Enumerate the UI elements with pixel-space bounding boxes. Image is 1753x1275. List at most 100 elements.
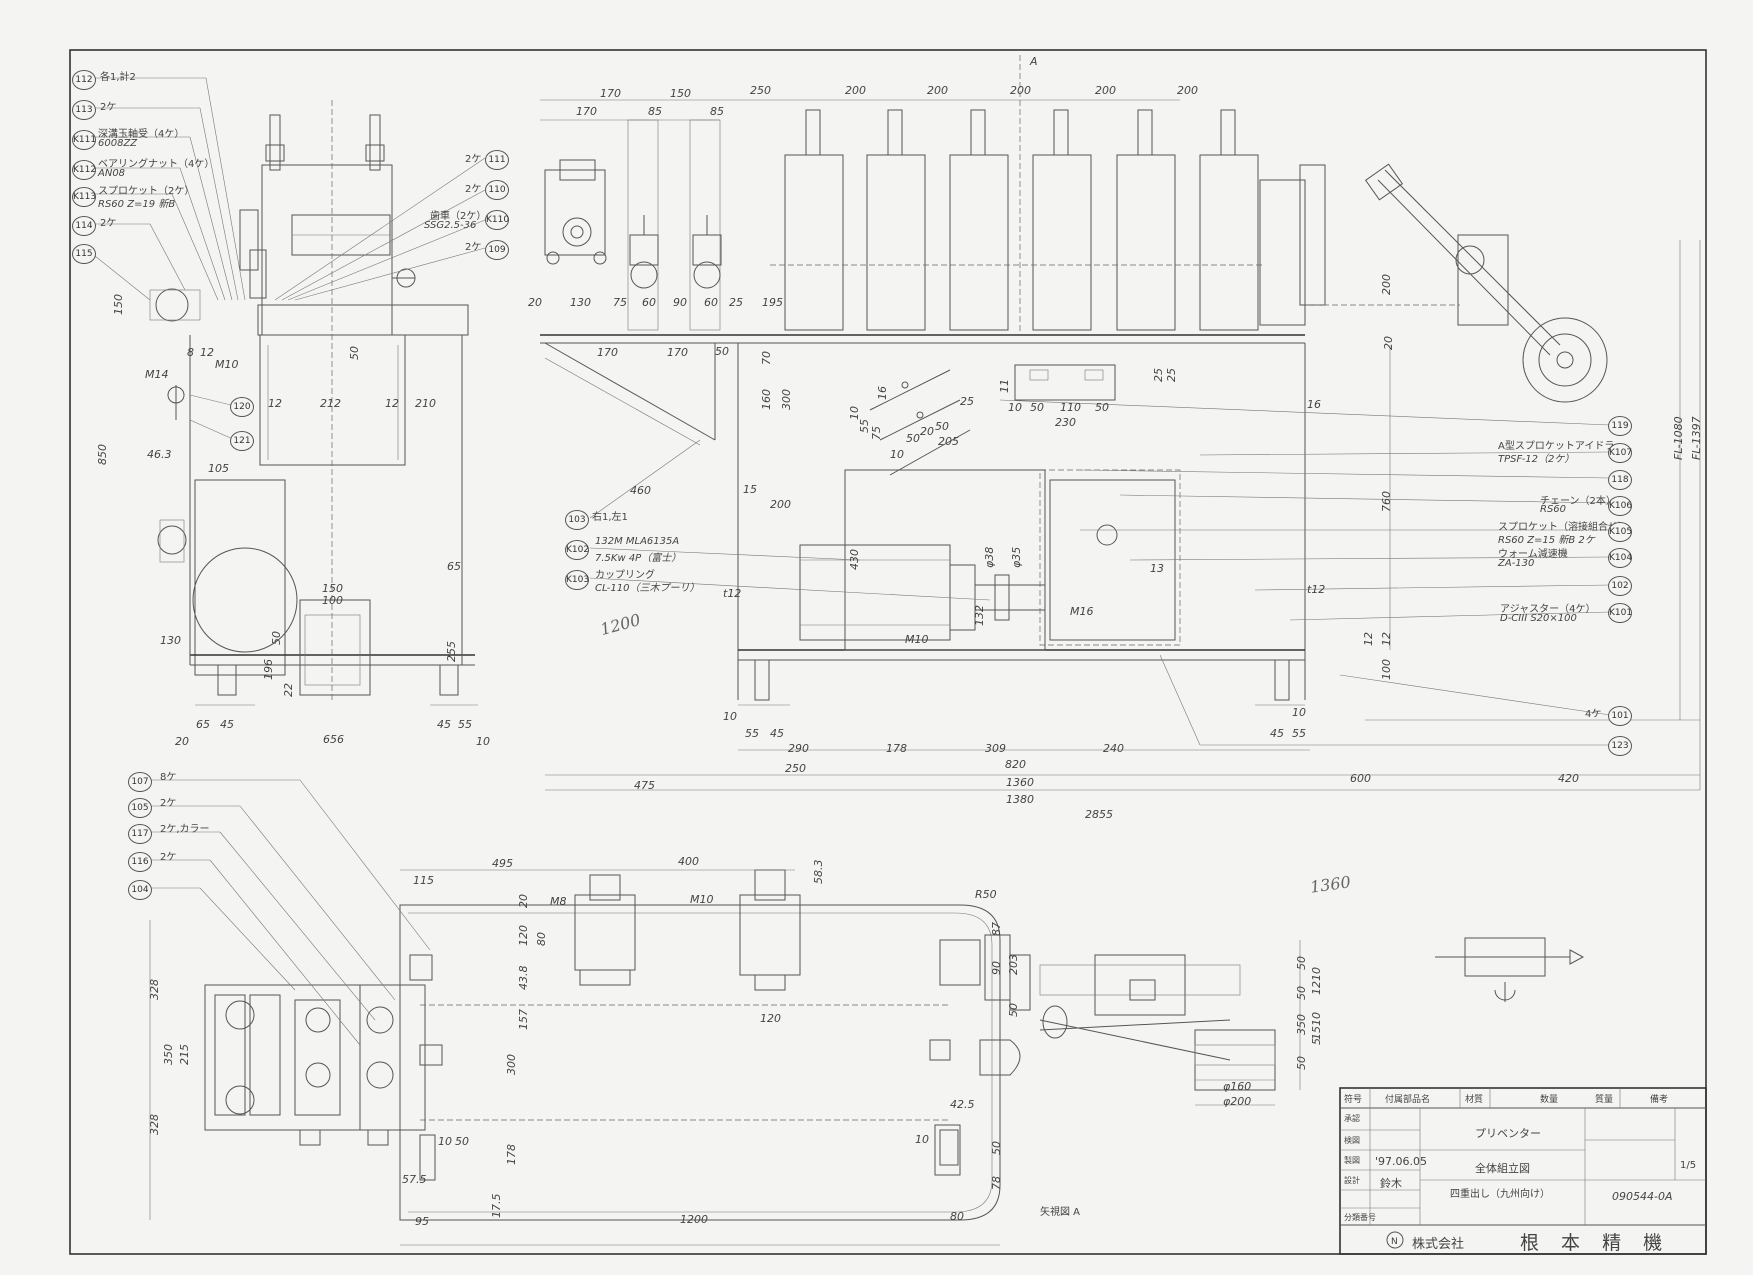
callout-k104-sub: ZA-130 xyxy=(1498,558,1535,569)
callout-k110: K110 xyxy=(485,210,509,230)
callout-115: 115 xyxy=(72,244,96,264)
dim: 65 xyxy=(447,560,461,573)
dim: 20 xyxy=(920,425,934,438)
dim: 8 xyxy=(187,346,194,359)
dim: 55 xyxy=(458,718,472,731)
dim: 760 xyxy=(1380,491,1393,512)
dim: 230 xyxy=(1055,416,1076,429)
tb-row-check: 検図 xyxy=(1344,1136,1360,1145)
plan-view xyxy=(149,869,1585,1246)
tb-header-remarks: 備考 xyxy=(1650,1095,1669,1105)
dim: 1510 xyxy=(1310,1012,1323,1040)
dim: 50 xyxy=(1007,1003,1020,1017)
callout-k106: K106 xyxy=(1608,496,1632,516)
dim: 17.5 xyxy=(490,1193,503,1219)
dim: 50 xyxy=(1295,986,1308,1000)
tb-row-design: 設計 xyxy=(1344,1176,1360,1185)
dim: 850 xyxy=(96,444,109,465)
callout-109-text: 2ケ xyxy=(465,242,482,253)
tb-scale: 1/5 xyxy=(1680,1160,1697,1171)
dim: M10 xyxy=(215,358,239,371)
dim: 85 xyxy=(648,105,662,118)
dim: 328 xyxy=(148,979,161,1000)
dim: 95 xyxy=(415,1215,429,1228)
dim: M10 xyxy=(690,893,714,906)
tb-header-qty: 数量 xyxy=(1540,1095,1559,1105)
tb-header-mark: 符号 xyxy=(1344,1095,1363,1105)
dim: 87 xyxy=(990,922,1003,936)
callout-k101: K101 xyxy=(1608,603,1632,623)
callout-114: 114 xyxy=(72,216,96,236)
callout-110: 110 xyxy=(485,180,509,200)
dim: 10 xyxy=(723,710,737,723)
leader-lines xyxy=(89,77,1611,1046)
dim: 60 xyxy=(704,296,718,309)
callout-k111: K111 xyxy=(72,130,96,150)
dim: 12 xyxy=(200,346,214,359)
dim: 115 xyxy=(413,874,434,887)
callout-117: 117 xyxy=(128,824,152,844)
callout-k113: K113 xyxy=(72,187,96,207)
callout-k103-sub: CL-110（三木プーリ） xyxy=(595,583,700,594)
tb-row-drawn: 製図 xyxy=(1344,1156,1360,1165)
front-view xyxy=(540,55,1701,791)
dim: 205 xyxy=(938,435,959,448)
tb-drawing-name: 全体組立図 xyxy=(1475,1162,1530,1175)
dim: 16 xyxy=(876,386,889,400)
dim: 12 xyxy=(1362,632,1375,646)
callout-123: 123 xyxy=(1608,736,1632,756)
side-view xyxy=(149,100,478,706)
dim: 210 xyxy=(415,397,436,410)
tb-subtitle: 四重出し（九州向け） xyxy=(1450,1189,1550,1200)
callout-105: 105 xyxy=(128,798,152,818)
dim: 150 xyxy=(322,582,343,595)
tb-date: '97.06.05 xyxy=(1375,1155,1428,1168)
callout-k113-sub: RS60 Z=19 新B xyxy=(98,199,176,210)
dim: 150 xyxy=(670,87,691,100)
callout-k102: K102 xyxy=(565,540,589,560)
section-mark: A xyxy=(1030,55,1038,68)
dim: 105 xyxy=(208,462,229,475)
callout-113-text: 2ケ xyxy=(100,102,117,113)
dim: 20 xyxy=(175,735,189,748)
dim: 110 xyxy=(1060,401,1081,414)
tb-header-material: 材質 xyxy=(1465,1095,1484,1105)
dim: 200 xyxy=(1095,84,1116,97)
callout-101-text: 4ケ xyxy=(1585,709,1602,720)
dim: 50 xyxy=(455,1135,469,1148)
callout-112: 112 xyxy=(72,70,96,90)
callout-k104: K104 xyxy=(1608,548,1632,568)
dim: 212 xyxy=(320,397,341,410)
dim: 10 xyxy=(438,1135,452,1148)
dim: 15 xyxy=(743,483,757,496)
dim: 10 xyxy=(915,1133,929,1146)
dim: 300 xyxy=(505,1054,518,1075)
callout-103: 103 xyxy=(565,510,589,530)
callout-k112: K112 xyxy=(72,160,96,180)
dim: 255 xyxy=(445,641,458,662)
dim: 309 xyxy=(985,742,1006,755)
callout-k111-sub: 6008ZZ xyxy=(98,138,138,149)
dim: 195 xyxy=(762,296,783,309)
dim: 120 xyxy=(760,1012,781,1025)
dim: 75 xyxy=(870,426,883,440)
callout-120: 120 xyxy=(230,397,254,417)
dim: 25 xyxy=(729,296,743,309)
dim: 25 xyxy=(1152,368,1165,382)
dim: 130 xyxy=(160,634,181,647)
tb-row-class: 分類番号 xyxy=(1344,1213,1376,1222)
dim: 55 xyxy=(745,727,759,740)
dim: 5 xyxy=(1310,1038,1323,1045)
dim: φ160 xyxy=(1223,1080,1252,1093)
tb-header-part: 付属部品名 xyxy=(1385,1095,1431,1105)
dim: 50 xyxy=(906,432,920,445)
dim: 250 xyxy=(785,762,806,775)
dim: 460 xyxy=(630,484,651,497)
dim: M14 xyxy=(145,368,169,381)
dim: 20 xyxy=(1382,336,1395,350)
dim: M16 xyxy=(1070,605,1094,618)
dim: 55 xyxy=(1292,727,1306,740)
callout-121: 121 xyxy=(230,431,254,451)
dim: 80 xyxy=(535,932,548,946)
